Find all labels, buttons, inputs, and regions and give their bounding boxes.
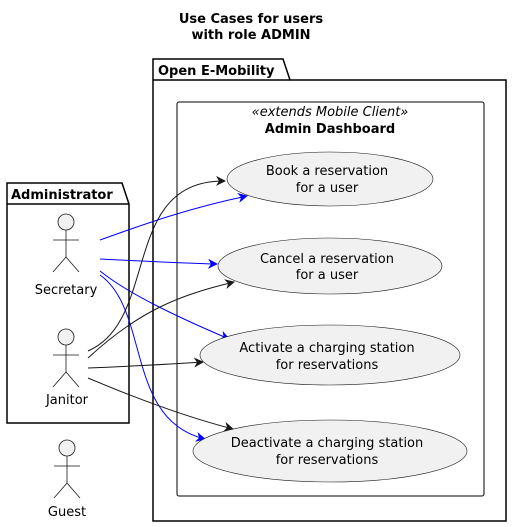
use-case-label-line-2: for reservations (276, 453, 379, 468)
dashboard-stereotype: «extends Mobile Client» (252, 105, 409, 120)
use-case-ellipse (226, 151, 434, 207)
use-case-ellipse (199, 324, 461, 386)
association-secretary-to-deactivate (99, 274, 206, 442)
actor-head (57, 213, 75, 231)
system-package-label: Open E-Mobility (158, 64, 275, 79)
actor-head (57, 328, 75, 346)
use-case-deactivate-charging-station[interactable]: Deactivate a charging station for reserv… (192, 419, 468, 483)
actor-label-janitor: Janitor (45, 393, 89, 408)
association-secretary-to-activate (99, 270, 230, 341)
association-janitor-to-deactivate (87, 377, 234, 432)
diagram-title-line-1: Use Cases for users (179, 12, 324, 27)
use-case-ellipse (217, 237, 443, 295)
use-case-label-line-2: for a user (296, 268, 359, 283)
association-janitor-to-activate (87, 357, 204, 369)
administrator-package: Administrator (6, 182, 130, 424)
association-janitor-to-book (87, 175, 226, 352)
use-case-activate-charging-station[interactable]: Activate a charging station for reservat… (199, 324, 461, 386)
association-secretary-to-book (99, 192, 248, 241)
association-janitor-to-cancel (87, 279, 235, 359)
use-case-label-line-1: Book a reservation (266, 164, 388, 179)
admin-dashboard-boundary: «extends Mobile Client» Admin Dashboard (176, 101, 485, 497)
use-case-label-line-1: Activate a charging station (239, 341, 414, 356)
system-package: Open E-Mobility (152, 58, 507, 522)
use-case-label-line-2: for reservations (276, 358, 379, 373)
actor-janitor[interactable]: Janitor (45, 328, 89, 408)
dashboard-title: Admin Dashboard (265, 122, 395, 137)
use-case-ellipse (192, 419, 468, 483)
use-case-label-line-2: for a user (296, 181, 359, 196)
actor-label-secretary: Secretary (35, 283, 98, 298)
administrator-package-label: Administrator (11, 188, 113, 203)
actor-head (58, 439, 76, 457)
use-case-label-line-1: Deactivate a charging station (231, 436, 424, 451)
diagram-title-line-2: with role ADMIN (191, 28, 310, 43)
use-case-label-line-1: Cancel a reservation (260, 252, 394, 267)
association-lines (87, 175, 248, 442)
actor-guest[interactable]: Guest (48, 439, 86, 520)
use-case-cancel-reservation[interactable]: Cancel a reservation for a user (217, 237, 443, 295)
use-case-book-reservation[interactable]: Book a reservation for a user (226, 151, 434, 207)
actor-label-guest: Guest (48, 505, 86, 520)
association-secretary-to-cancel (99, 258, 218, 269)
actor-secretary[interactable]: Secretary (35, 213, 98, 298)
